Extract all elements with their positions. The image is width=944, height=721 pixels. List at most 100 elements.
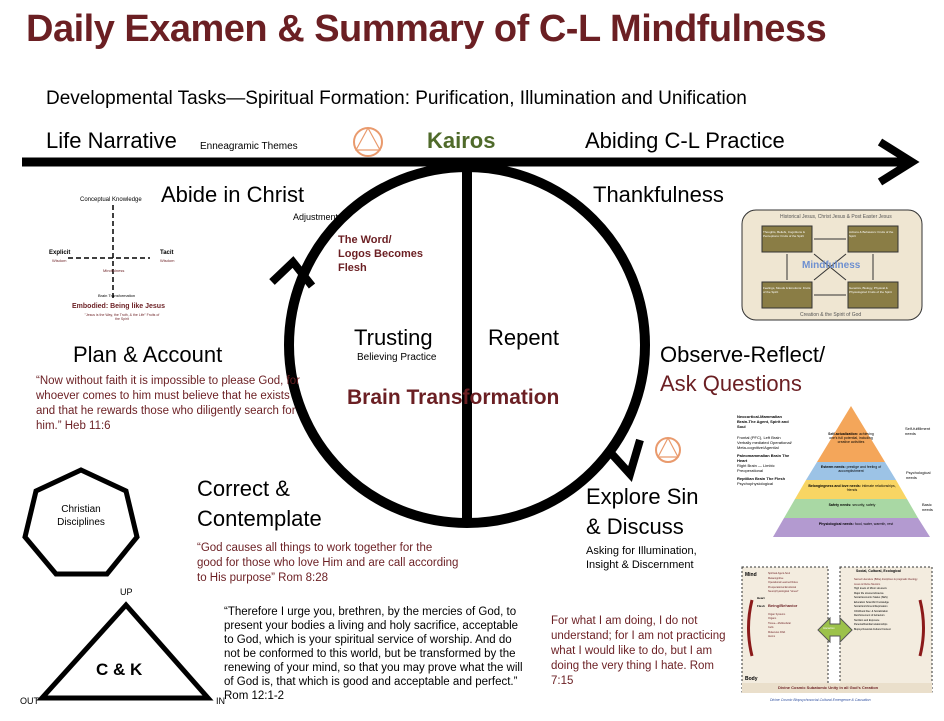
knowledge-diagram xyxy=(68,205,150,300)
flesh-label: Flesh xyxy=(757,604,765,608)
level-desc: achieving one's full potential, includin… xyxy=(829,432,874,444)
brain-label: Right Brain — Limbic xyxy=(737,463,775,468)
list-item: Preoperational Emotional xyxy=(768,585,797,589)
quote-romans-8: “God causes all things to work together … xyxy=(197,542,459,584)
mindfulness-box: Genetics, Biology, Physical & Physiologi… xyxy=(849,286,892,294)
list-item: Education Scientific Knowledge xyxy=(854,600,889,604)
maslow-pyramid xyxy=(773,406,930,537)
pyramid-level: Belongingness and love needs: intimate r… xyxy=(806,484,898,492)
tacit-label: Tacit xyxy=(160,250,174,256)
being-behavior-label: Being/Behavior xyxy=(768,602,798,608)
list-item: Major life stressors/trauma xyxy=(854,591,884,595)
quote-romans-12: “Therefore I urge you, brethren, by the … xyxy=(224,606,523,702)
mindfulness-box: Actions & Behaviors: Fruits of the Spiri… xyxy=(849,230,894,238)
brain-labels: Neocortical-Mammalian Brain-The Agent, S… xyxy=(737,414,793,486)
correct-label: Correct & xyxy=(197,476,290,501)
list-item: Atoms xyxy=(768,635,776,638)
list-item: Childhood Dev. & Socialization xyxy=(854,609,889,613)
list-item: Tissue—Multicellular xyxy=(768,621,791,625)
list-item: Operational Learned Rules xyxy=(768,581,798,584)
believing-practice-label: Believing Practice xyxy=(357,352,437,363)
emergence-footer: Divine Cosmic Subatomic Unity in all God… xyxy=(778,685,879,690)
list-item: Social Economic Status (SES) xyxy=(854,596,888,599)
brain-label: Preoperational xyxy=(737,468,764,473)
discuss-label: & Discuss xyxy=(586,514,684,539)
mindfulness-diagram xyxy=(741,209,923,321)
explicit-label: Explicit xyxy=(49,250,71,256)
brain-label: Reptilian Brain The Flesh xyxy=(737,476,786,481)
brain-label: Verbally mediated Operational/ Meta-cogn… xyxy=(737,440,792,450)
level-desc: security, safety xyxy=(852,503,876,507)
interaction-label: Interaction xyxy=(823,627,835,630)
pyramid-level: Self-actualization: achieving one's full… xyxy=(828,432,874,444)
subtitle: Developmental Tasks—Spiritual Formation:… xyxy=(46,88,747,109)
level-desc: prestige and feeling of accomplishment xyxy=(838,465,882,473)
list-item: Molecules DNA xyxy=(768,630,786,634)
list-item: Nutrition and Exposure xyxy=(854,618,880,622)
mindfulness-small-label: Mindfulness xyxy=(103,268,125,273)
bracket-label: Basic needs xyxy=(922,502,933,512)
level-name: Safety needs: xyxy=(828,503,852,507)
thankfulness-label: Thankfulness xyxy=(593,182,724,207)
observe-reflect-label: Observe-Reflect/ xyxy=(660,342,826,367)
timeline-arrowhead xyxy=(877,138,920,186)
pyramid-level: Physiological needs: food, water, warmth… xyxy=(806,522,906,526)
level-desc: food, water, warmth, rest xyxy=(854,522,894,526)
brain-label: Frontal (PFC), Left Brain xyxy=(737,435,781,440)
christian-disciplines-label: Christian Disciplines xyxy=(57,504,105,528)
cycle-arrowhead-right xyxy=(607,438,644,482)
right-items: Sacred Literature (Bible) disciplines & … xyxy=(854,578,918,632)
ask-questions-label: Ask Questions xyxy=(660,371,802,396)
brain-transformation-small-label: Brain Transformation xyxy=(98,293,136,298)
list-item: Parental/Familial relationships xyxy=(854,623,888,626)
out-label: OUT xyxy=(20,696,39,706)
mindfulness-bottom-label: Creation & the Spirit of God xyxy=(800,312,862,318)
list-item: Social Enrichment/Deprivation xyxy=(854,605,888,608)
enneagram-icon-2 xyxy=(655,436,681,463)
list-item: Cells xyxy=(768,626,774,629)
mindfulness-box: Feelings, Moods & Emotions: Fruits of th… xyxy=(763,286,811,294)
brain-label: Paleomammalian Brain The Heart xyxy=(737,453,790,463)
conceptual-knowledge-label: Conceptual Knowledge xyxy=(80,197,142,203)
mind-label: Mind xyxy=(745,572,757,578)
level-desc: intimate relationships, friends xyxy=(846,484,896,492)
list-item: Neurophysiological "Linear" xyxy=(768,590,799,593)
list-item: High levels of Minor stressors xyxy=(854,587,887,590)
body-label: Body xyxy=(745,676,758,682)
bracket-label: Self-fulfillment needs xyxy=(905,426,931,436)
emergence-caption: Divine Cosmic Biopsychosocial-Cultural E… xyxy=(770,698,871,702)
list-item: Jesus & Divine Mentors xyxy=(854,582,881,586)
quote-romans-7: For what I am doing, I do not understand… xyxy=(551,615,726,687)
list-item: Sacred Literature (Bible) disciplines & … xyxy=(854,578,918,581)
heart-label: Heart xyxy=(757,596,765,600)
life-narrative-label: Life Narrative xyxy=(46,128,177,153)
explore-sin-label: Explore Sin xyxy=(586,484,699,509)
word-flesh-label: The Word/ Logos Becomes Flesh xyxy=(338,234,423,274)
list-item: Biopsychosocial-Cultural Context xyxy=(854,627,891,631)
quote-hebrews: “Now without faith it is impossible to p… xyxy=(36,375,300,432)
triangle-shape xyxy=(36,601,214,701)
brain-transformation-label: Brain Transformation xyxy=(347,386,560,409)
ck-label: C & K xyxy=(96,660,143,679)
embodied-label: Embodied: Being like Jesus xyxy=(72,303,165,310)
level-name: Physiological needs: xyxy=(818,522,854,526)
page-title: Daily Examen & Summary of C-L Mindfulnes… xyxy=(26,8,827,50)
level-name: Esteem needs: xyxy=(820,465,846,469)
left-items: Spiritual Agent-Soul Metacognitive Opera… xyxy=(768,572,816,640)
kairos-label: Kairos xyxy=(427,128,496,153)
explore-note: Asking for Illumination, Insight & Disce… xyxy=(586,545,697,571)
heptagon-shape xyxy=(22,467,140,577)
list-item: Organ Systems xyxy=(768,612,786,616)
embodied-sub-label: "Jesus is the Way, the Truth, & the Life… xyxy=(84,313,160,321)
abiding-practice-label: Abiding C-L Practice xyxy=(585,128,785,153)
pyramid-level: Safety needs: security, safety xyxy=(806,503,898,507)
in-label: IN xyxy=(216,696,225,706)
social-header: Social, Cultural, Ecological xyxy=(856,569,901,573)
list-item: Organs xyxy=(768,617,777,620)
list-item: Reinforcement of behaviors xyxy=(854,614,885,617)
level-name: Belongingness and love needs: xyxy=(808,484,861,488)
cycle-arrowhead-left xyxy=(269,256,316,289)
repent-label: Repent xyxy=(488,325,559,350)
